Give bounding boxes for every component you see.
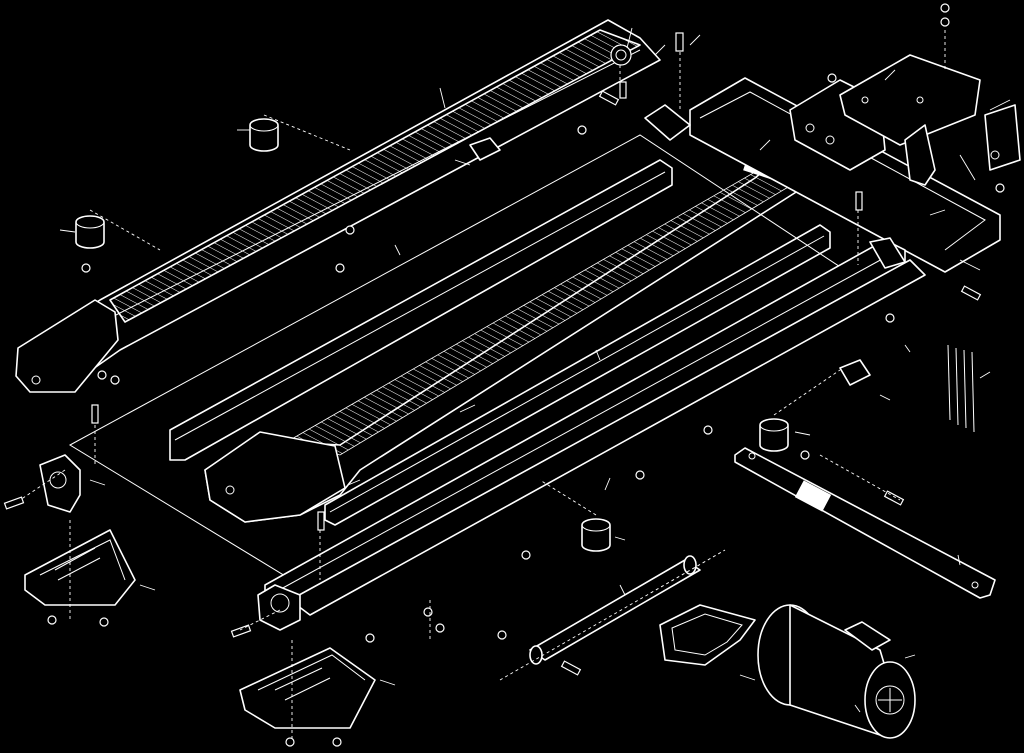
cross-bar bbox=[734, 447, 996, 599]
motor-plate bbox=[839, 54, 981, 146]
drive-motor bbox=[757, 604, 916, 739]
callout-leaders bbox=[59, 27, 1011, 713]
isolator-feet bbox=[75, 118, 789, 552]
fasteners bbox=[3, 3, 1005, 747]
motor-cover-clip bbox=[844, 621, 891, 651]
left-rear-foot-cap bbox=[24, 529, 136, 606]
left-front-end-cap bbox=[15, 299, 119, 393]
right-frame-rail bbox=[324, 224, 831, 526]
rear-roller bbox=[499, 549, 726, 681]
main-frame bbox=[264, 77, 1001, 616]
left-rear-bracket bbox=[39, 454, 81, 513]
alignment-lines bbox=[19, 30, 946, 740]
front-roller bbox=[257, 584, 301, 631]
upright-bracket bbox=[904, 124, 936, 186]
controller-box bbox=[984, 104, 1021, 171]
cross-bar-label-patch bbox=[794, 480, 832, 512]
right-rear-foot-cap bbox=[239, 647, 376, 729]
left-frame-rail bbox=[169, 159, 673, 461]
small-brackets bbox=[469, 104, 906, 386]
drive-belt bbox=[659, 604, 756, 666]
wire-ties bbox=[947, 344, 975, 433]
